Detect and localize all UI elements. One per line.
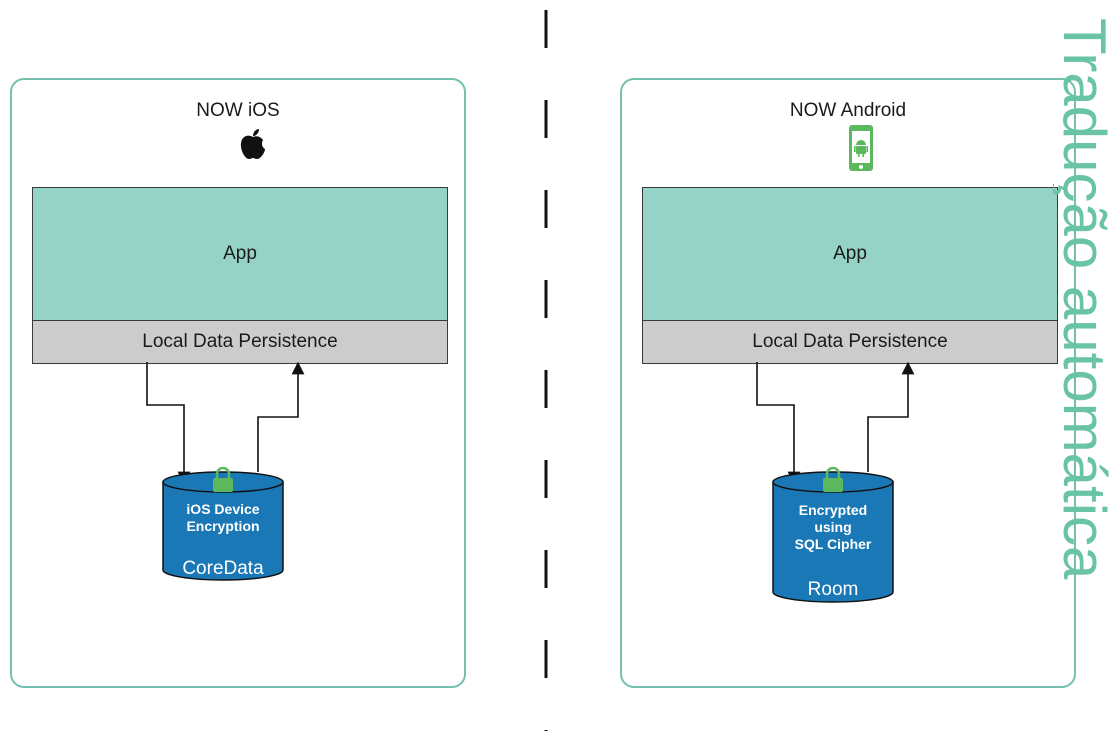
ios-lock-icon — [213, 466, 233, 492]
ios-persistence-label: Local Data Persistence — [142, 331, 338, 352]
ios-db-encryption-label: iOS Device Encryption — [186, 501, 260, 534]
ios-app-label: App — [223, 243, 257, 264]
apple-logo-icon — [240, 129, 265, 159]
android-app-label: App — [833, 243, 867, 264]
android-db-name: Room — [807, 579, 859, 600]
android-write-arrow — [756, 362, 801, 485]
android-read-arrow — [867, 361, 915, 472]
ios-db-name: CoreData — [182, 558, 264, 579]
ios-write-arrow — [146, 362, 191, 485]
ios-persistence-layer: Local Data Persistence — [32, 320, 448, 364]
ios-app-layer: App — [32, 187, 448, 321]
android-db-encryption-label: Encrypted using SQL Cipher — [794, 502, 872, 552]
watermark-text: Tradução automática — [1053, 18, 1113, 580]
android-persistence-label: Local Data Persistence — [752, 331, 948, 352]
android-lock-icon — [823, 466, 843, 492]
android-persistence-layer: Local Data Persistence — [642, 320, 1058, 364]
android-panel-title: NOW Android — [789, 100, 907, 121]
ios-panel: NOW iOS App Local Data Persistence — [10, 78, 466, 688]
ios-panel-title: NOW iOS — [196, 100, 280, 121]
dashed-divider — [544, 10, 548, 731]
android-phone-icon — [849, 125, 873, 171]
ios-read-arrow — [257, 361, 305, 472]
